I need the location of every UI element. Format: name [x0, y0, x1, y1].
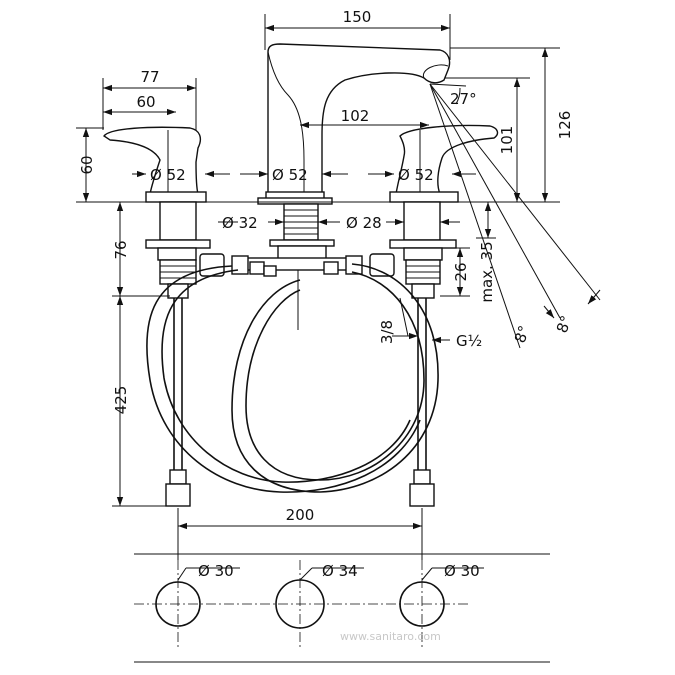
left-handle [102, 126, 207, 203]
spout-width-label: 150 [343, 8, 372, 26]
watermark: www.sanitaro.com [340, 630, 441, 643]
base-diameter-row: Ø 52 Ø 52 Ø 52 [132, 166, 476, 184]
left-hole [155, 581, 201, 627]
shank-dia-spout-label: Ø 32 [222, 214, 258, 232]
hole-dia-left-label: Ø 30 [198, 562, 234, 580]
deck-cutout-plan: Ø 30 Ø 34 Ø 30 www.sanitaro.com [134, 553, 550, 663]
spray-angle-lines: 27° 8° 8° [429, 83, 601, 349]
shank-dimensions: Ø 32 Ø 28 [218, 214, 460, 232]
valve-thread-length-label: 26 [452, 262, 470, 281]
thread-g-half-label: G½ [456, 332, 482, 350]
spout-height-outlet-dimension: 101 [430, 77, 530, 202]
spout-reach-dimension: 102 [300, 107, 429, 129]
hole-dia-center-label: Ø 34 [322, 562, 358, 580]
valve-thread-dimensions: 26 max. 35 [440, 202, 496, 303]
left-base-dia-label: Ø 52 [150, 166, 186, 184]
right-base-dia-label: Ø 52 [398, 166, 434, 184]
spray-angle-2-label: 8° [553, 313, 576, 335]
hose-length-dimension: 425 [112, 296, 170, 507]
handle-height-label: 60 [78, 155, 96, 174]
hose-length-label: 425 [112, 386, 130, 415]
right-hole [399, 581, 445, 627]
max-deck-thickness-label: max. 35 [478, 241, 496, 302]
spout-height-outlet-label: 101 [498, 126, 516, 155]
center-base-dia-label: Ø 52 [272, 166, 308, 184]
hose-fittings [199, 253, 395, 277]
deck-to-valve-dimension: 76 [112, 202, 170, 297]
handle-width-outer-dimension: 77 [102, 68, 197, 130]
handle-width-inner-dimension: 60 [103, 93, 176, 116]
hole-spacing-dimension: 200 [177, 506, 423, 560]
handle-width-inner-label: 60 [136, 93, 155, 111]
deck-to-valve-label: 76 [112, 240, 130, 259]
shank-dia-valve-label: Ø 28 [346, 214, 382, 232]
left-valve-body [145, 201, 211, 299]
flexible-hoses [146, 263, 439, 493]
supply-pipes [165, 298, 435, 507]
right-handle [389, 124, 499, 203]
spout-height-total-label: 126 [556, 111, 574, 140]
center-spout-body [243, 203, 361, 330]
spout-width-dimension: 150 [264, 8, 451, 60]
thread-callouts: 3/8 G½ [378, 297, 482, 350]
hole-spacing-label: 200 [286, 506, 315, 524]
hole-dia-right-label: Ø 30 [444, 562, 480, 580]
spout-angle-label: 27° [450, 90, 477, 108]
spray-angle-1-label: 8° [511, 323, 534, 345]
handle-width-outer-label: 77 [140, 68, 159, 86]
thread-3-8-label: 3/8 [378, 320, 396, 344]
spout-reach-label: 102 [341, 107, 370, 125]
